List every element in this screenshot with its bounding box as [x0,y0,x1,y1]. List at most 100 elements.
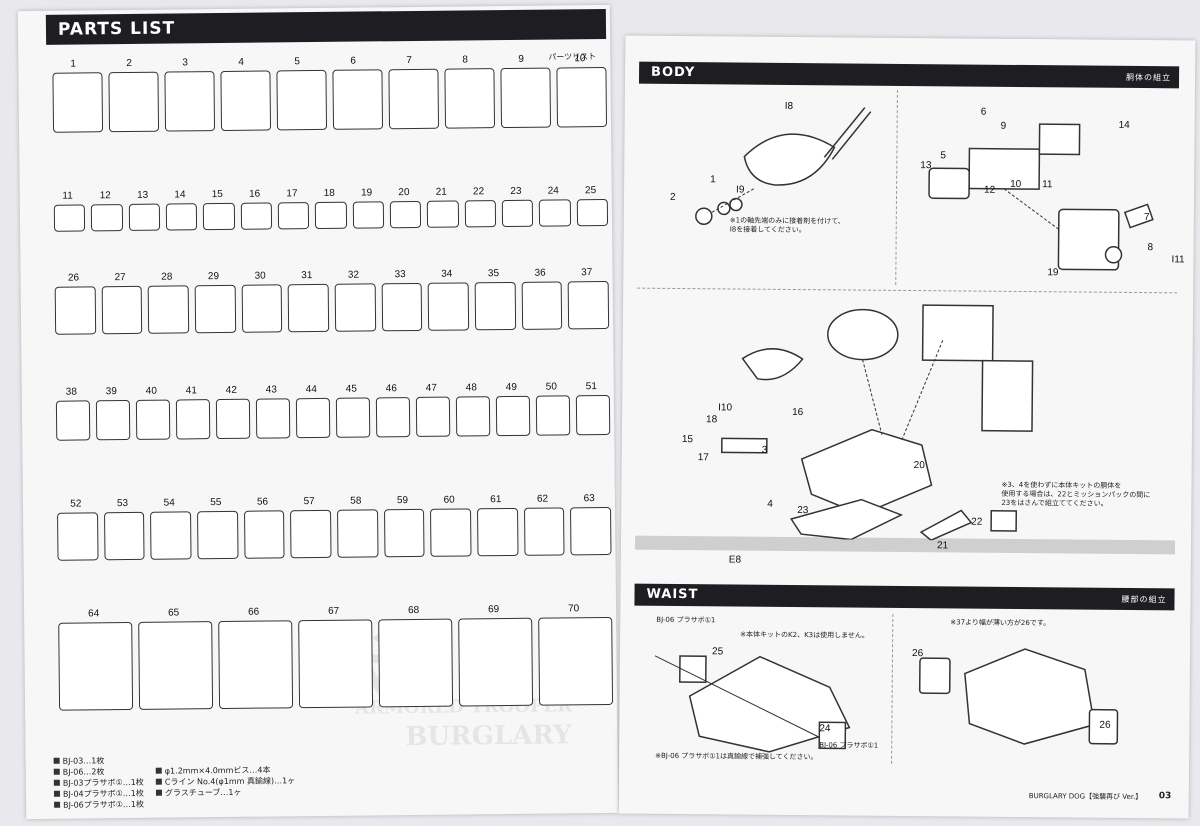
part-drawing [521,281,563,331]
part-number-label: 30 [254,270,266,282]
part-number-label: 17 [286,188,298,200]
callout-label: 11 [1042,179,1053,191]
page-number: 03 [1158,791,1172,802]
part-drawing [335,397,371,439]
part-number-label: 8 [462,54,468,66]
part-drawing [55,400,91,442]
part-drawing [255,398,291,440]
part-number-label: 20 [398,187,410,199]
legend-right: φ1.2mm×4.0mmビス…4本 Cライン No.4(φ1mm 真鍮線)…1ヶ… [156,764,296,798]
part-drawing [203,202,235,231]
part-drawing [315,201,347,230]
part-number-label: 25 [584,185,597,197]
callout-label: 14 [1118,119,1130,131]
callout-label: 18 [706,414,718,426]
ghost-text-2: BURGLARY [405,720,572,753]
part-number-label: 40 [145,385,157,397]
part-number-label: 24 [547,185,559,197]
part-drawing [477,507,519,557]
part-number-label: 31 [301,270,313,282]
part-drawing [175,399,211,440]
part-drawing [165,203,198,231]
part-drawing [501,199,534,228]
part-drawing [147,285,190,335]
part-drawing [52,72,104,133]
part-number-label: 67 [328,605,340,617]
part-number-label: 18 [323,187,335,199]
callout-label: 6 [980,106,987,118]
note-line: I8を接着してください。 [729,225,806,235]
part-number-label: 44 [305,384,317,396]
part-number-label: 27 [114,272,126,284]
callout-label: 5 [940,150,946,162]
part-drawing [430,508,472,558]
part-drawing [455,396,491,437]
waist-side-diagram [918,648,1119,745]
callout-label: 22 [971,516,983,528]
part-number-label: 65 [168,607,180,619]
waist-note-5: ※37より幅が薄い方が26です。 [950,618,1051,628]
part-drawing [388,68,440,129]
part-drawing [378,618,454,708]
part-number-label: 7 [406,54,412,67]
part-drawing [539,199,571,227]
part-drawing [464,200,497,228]
part-number-label: 36 [534,267,546,279]
callout-label: I11 [1171,254,1185,266]
waist-step-divider [891,613,894,764]
part-number-label: 62 [536,493,549,505]
part-drawing [567,280,610,330]
part-number-label: 39 [105,386,117,398]
part-number-label: 56 [256,496,269,508]
parts-list-title: PARTS LIST [57,18,176,40]
callout-label: 19 [1047,267,1059,279]
part-drawing [474,281,516,331]
waist-note-3: BJ-06 プラサボ①1 [819,741,879,750]
part-drawing [337,509,379,559]
part-drawing [332,69,384,130]
part-drawing [375,397,411,438]
parts-list-subtitle: パーツリスト [548,52,597,62]
part-drawing [500,67,552,128]
callout-label: 4 [767,498,773,510]
part-number-label: 19 [360,187,373,199]
part-number-label: 28 [161,271,173,283]
part-number-label: 5 [294,56,300,68]
part-number-label: 64 [88,608,100,620]
footer-title: BURGLARY DOG【強襲再び Ver.】 [1028,792,1143,802]
part-drawing [220,70,272,131]
callout-label: 23 [797,505,809,517]
part-number-label: 34 [441,268,453,280]
part-drawing [103,511,145,561]
callout-label: 21 [936,540,949,552]
part-drawing [352,201,385,229]
part-number-label: 53 [116,497,129,510]
step-divider [895,89,898,285]
part-number-label: 4 [238,56,244,68]
part-number-label: 11 [62,190,73,202]
part-number-label: 63 [583,493,595,505]
part-drawing [538,616,614,707]
part-number-label: 33 [394,269,406,281]
callout-label: 9 [1000,120,1007,132]
callout-label: 26 [911,648,924,660]
part-drawing [415,396,451,438]
part-number-label: 21 [435,186,447,198]
callout-label: 2 [669,191,676,203]
part-drawing [381,282,423,332]
part-number-label: 49 [505,381,517,394]
part-number-label: 6 [350,55,356,67]
callout-label: 12 [984,184,996,196]
parts-list-page: 犬 ARMORED TROOPER BURGLARY PARTS LIST パー… [17,4,619,820]
callout-label: 15 [681,434,694,446]
body-title: BODY [651,64,696,81]
part-number-label: 12 [99,190,111,202]
part-drawing [535,395,571,437]
waist-subtitle: 腰部の組立 [1121,594,1167,605]
part-number-label: 13 [136,189,149,201]
part-drawing [243,510,285,560]
part-drawing [287,283,330,333]
part-drawing [241,284,283,334]
part-number-label: 54 [163,497,175,509]
part-number-label: 41 [185,385,197,397]
